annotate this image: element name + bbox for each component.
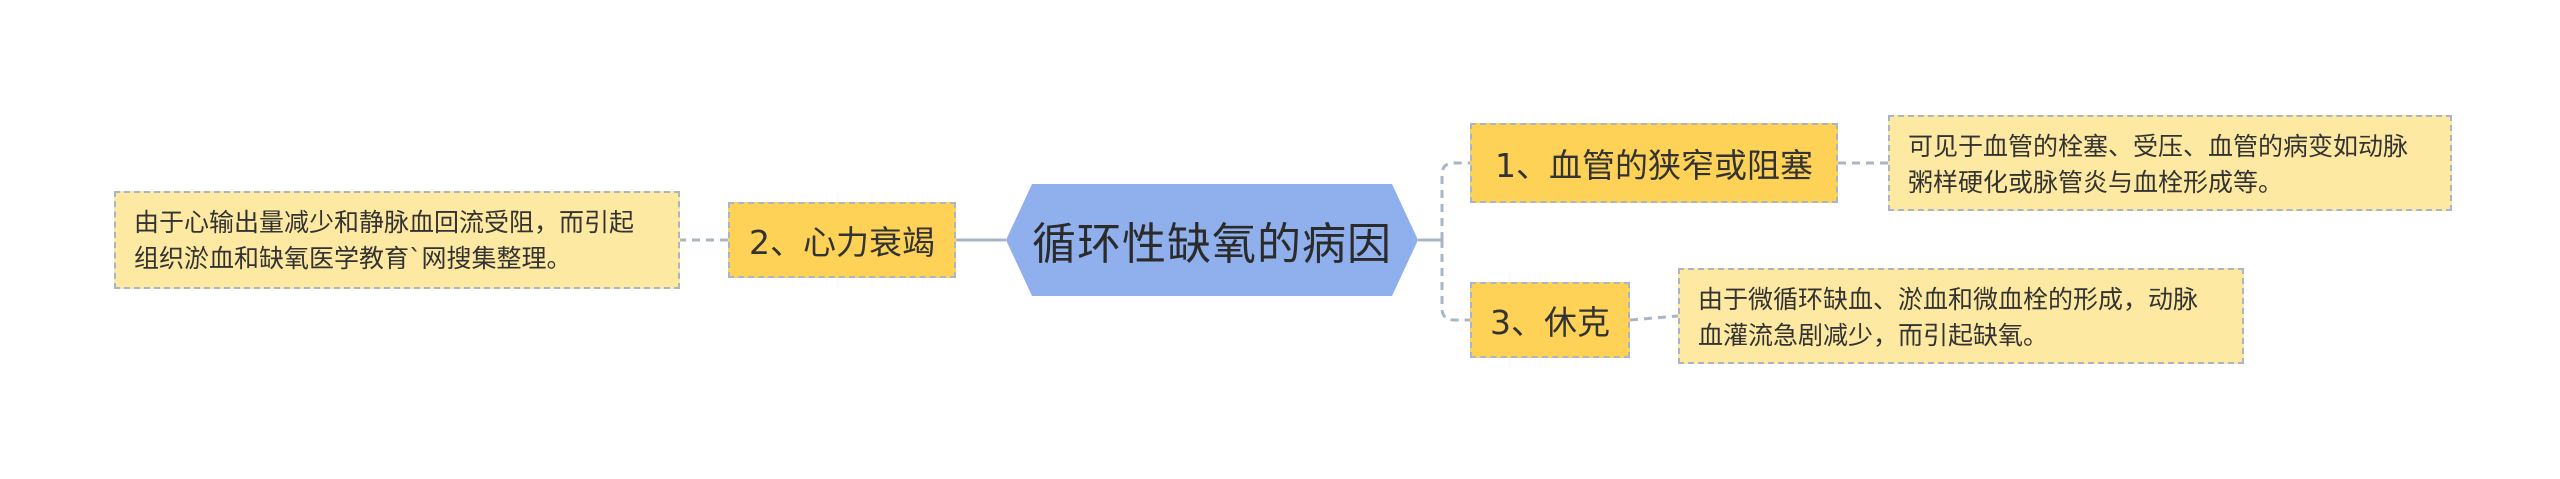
detail-node-shock[interactable]: 由于微循环缺血、淤血和微血栓的形成，动脉 血灌流急剧减少，而引起缺氧。	[1678, 268, 2244, 364]
root-node-label: 循环性缺氧的病因	[1032, 219, 1392, 270]
detail-line: 粥样硬化或脉管炎与血栓形成等。	[1908, 168, 2284, 197]
branch-node-label: 3、休克	[1490, 303, 1610, 342]
branch-node-heart-failure[interactable]: 2、心力衰竭	[728, 202, 956, 278]
detail-line: 可见于血管的栓塞、受压、血管的病变如动脉	[1908, 132, 2409, 161]
connector-branch3-leaf3	[1629, 314, 1679, 322]
branch-node-label: 2、心力衰竭	[749, 223, 935, 262]
branch-node-label: 1、血管的狭窄或阻塞	[1495, 146, 1813, 185]
detail-node-heart-failure[interactable]: 由于心输出量减少和静脉血回流受阻，而引起 组织淤血和缺氧医学教育`网搜集整理。	[114, 191, 680, 289]
branch-node-shock[interactable]: 3、休克	[1470, 282, 1630, 358]
detail-node-vessel-stenosis[interactable]: 可见于血管的栓塞、受压、血管的病变如动脉 粥样硬化或脉管炎与血栓形成等。	[1888, 115, 2452, 211]
root-node[interactable]: 循环性缺氧的病因	[1006, 184, 1418, 296]
detail-line: 血灌流急剧减少，而引起缺氧。	[1698, 321, 2049, 350]
branch-node-vessel-stenosis[interactable]: 1、血管的狭窄或阻塞	[1470, 123, 1838, 203]
detail-line: 由于心输出量减少和静脉血回流受阻，而引起	[134, 208, 635, 237]
detail-line: 组织淤血和缺氧医学教育`网搜集整理。	[134, 244, 572, 273]
detail-line: 由于微循环缺血、淤血和微血栓的形成，动脉	[1698, 285, 2199, 314]
connector-root-branch3	[1440, 240, 1470, 322]
root-hexagon-shape	[1006, 184, 1418, 296]
connector-root-branch1	[1440, 161, 1470, 240]
